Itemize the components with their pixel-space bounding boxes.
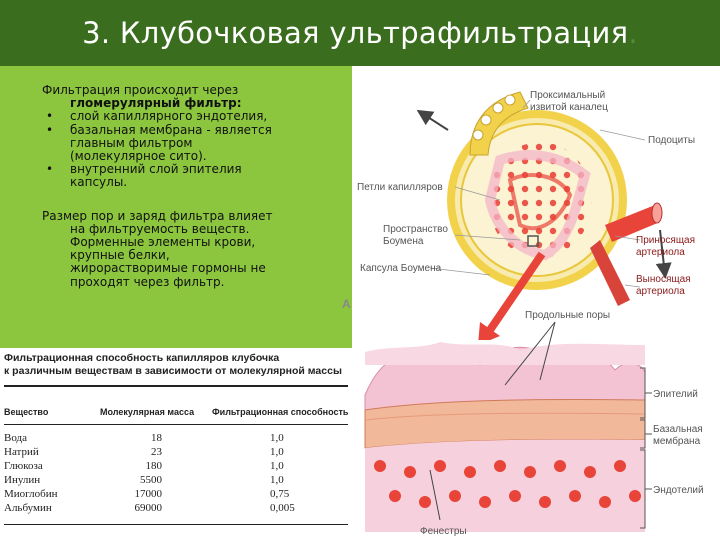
- cell-substance: Миоглобин: [4, 488, 58, 500]
- title-text: 3. Клубочковая ультрафильтрация: [82, 16, 629, 50]
- cell-filtration: 0,75: [270, 488, 290, 500]
- leader-lines: [429, 99, 646, 288]
- label-epithelium: Эпителий: [653, 389, 698, 400]
- filter-detail: [364, 321, 652, 532]
- table-rule-header: [4, 424, 348, 425]
- cell-mass: 23: [151, 446, 162, 458]
- filter-name: гломерулярный фильтр:: [70, 96, 242, 111]
- bullet-line: внутренний слой эпителия: [70, 162, 242, 177]
- label-capillary-loops: Петли капилляров: [357, 182, 443, 193]
- fenestrae: [374, 460, 641, 508]
- proximal-tubule: [469, 91, 529, 156]
- text-panel: [0, 66, 352, 348]
- table-rule-top: [4, 385, 348, 387]
- cell-filtration: 1,0: [270, 474, 284, 486]
- bullet-line: (молекулярное сито).: [70, 149, 207, 164]
- label-slit-pores: Продольные поры: [525, 310, 610, 321]
- paragraph-line: жирорастворимые гормоны не: [70, 261, 266, 276]
- filter-layers-list: •слой капиллярного эндотелия, •базальная…: [42, 110, 342, 189]
- cell-mass: 18: [151, 432, 162, 444]
- bullet-line: базальная мембрана - является: [70, 122, 272, 137]
- paragraph-line: крупные белки,: [70, 248, 170, 263]
- list-item: •слой капиллярного эндотелия,: [46, 109, 268, 124]
- cell-filtration: 0,005: [270, 502, 295, 514]
- table-header-mass: Молекулярная масса: [100, 407, 195, 417]
- table-header-substance: Вещество: [4, 407, 49, 417]
- intro-text: Фильтрация происходит через: [42, 83, 239, 97]
- text-panel-content: Фильтрация происходит через гломерулярны…: [42, 83, 342, 289]
- arterioles: [590, 202, 663, 306]
- cell-substance: Альбумин: [4, 502, 52, 514]
- bullet-line: капсулы.: [70, 175, 128, 190]
- cell-filtration: 1,0: [270, 446, 284, 458]
- label-fenestrae: Фенестры: [420, 526, 467, 537]
- table-header-filtration: Фильтрационная способность: [212, 407, 349, 417]
- cell-mass: 17000: [134, 488, 163, 500]
- table-title-line: к различным веществам в зависимости от м…: [4, 365, 342, 377]
- filtration-table: [0, 348, 352, 540]
- bullet-line: главным фильтром: [70, 135, 193, 150]
- paragraph-line: Форменные элементы крови,: [70, 235, 256, 250]
- label-endothelium: Эндотелий: [653, 485, 704, 496]
- cell-mass: 69000: [134, 502, 163, 514]
- flow-arrows: [416, 109, 672, 345]
- table-rule-bottom: [4, 524, 348, 525]
- bullet-line: слой капиллярного эндотелия,: [70, 109, 268, 124]
- cell-filtration: 1,0: [270, 432, 284, 444]
- slide-title: 3. Клубочковая ультрафильтрация.: [0, 0, 720, 66]
- paragraph-line: на фильтруемость веществ.: [70, 221, 250, 236]
- paragraph-first-line: Размер пор и заряд фильтра влияет: [42, 208, 273, 223]
- capillary-loops: [484, 142, 592, 261]
- cell-mass: 180: [145, 460, 163, 472]
- title-bar: [0, 0, 720, 66]
- panel-letter: А: [342, 297, 351, 311]
- title-dot: .: [628, 16, 638, 50]
- cell-substance: Натрий: [4, 446, 39, 458]
- cell-filtration: 1,0: [270, 460, 284, 472]
- table-title: Фильтрационная способность капилляров кл…: [4, 352, 349, 378]
- cell-substance: Глюкоза: [4, 460, 43, 472]
- zoom-box: [527, 235, 539, 247]
- cell-substance: Инулин: [4, 474, 41, 486]
- cell-substance: Вода: [4, 432, 27, 444]
- table-title-line: Фильтрационная способность капилляров кл…: [4, 352, 280, 364]
- label-podocytes: Подоциты: [648, 135, 695, 146]
- label-bowman-capsule: Капсула Боумена: [360, 263, 442, 274]
- paragraph-line: проходят через фильтр.: [70, 274, 225, 289]
- cell-mass: 5500: [140, 474, 162, 486]
